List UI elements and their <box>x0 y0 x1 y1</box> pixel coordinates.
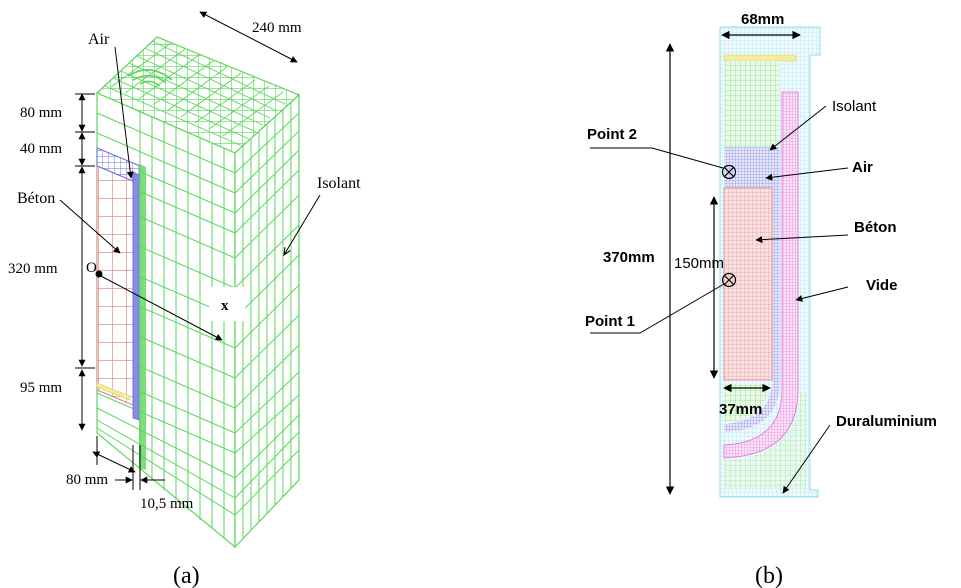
air-region-b <box>724 147 780 380</box>
panel-a-dimension-lines <box>75 11 298 490</box>
dim-80-top-label: 80 mm <box>20 105 62 121</box>
dim-95-label: 95 mm <box>20 380 62 396</box>
label-vide-b: Vide <box>866 277 897 294</box>
top-curved-feature <box>127 69 173 87</box>
label-air-b: Air <box>852 159 873 176</box>
point-leaders <box>590 147 725 334</box>
mesh-3d-block <box>95 36 301 549</box>
label-beton-a: Béton <box>17 190 55 207</box>
label-duraluminium-b: Duraluminium <box>836 413 937 430</box>
isolant-region-bottom <box>724 384 768 422</box>
label-air-a: Air <box>88 31 110 48</box>
beton-region-b <box>723 187 773 381</box>
panel-a: 240 mm 80 mm 40 mm 320 mm 95 mm 80 mm 10… <box>8 11 361 588</box>
isolant-region-bottom-2 <box>724 392 806 490</box>
label-isolant-a: Isolant <box>317 175 361 192</box>
dim-80-bottom-label: 80 mm <box>66 472 108 488</box>
label-isolant-b: Isolant <box>832 98 877 115</box>
label-point-2: Point 2 <box>587 126 637 143</box>
dim-68-label: 68mm <box>741 11 784 28</box>
vide-region <box>723 91 799 459</box>
beton-region-3d <box>96 164 134 406</box>
dim-10-5-label: 10,5 mm <box>140 496 194 512</box>
label-beton-b: Béton <box>854 219 897 236</box>
dim-320-label: 320 mm <box>8 261 58 277</box>
panel-b-dimension-lines <box>665 30 801 495</box>
dim-37-label: 37mm <box>719 401 762 418</box>
point-1-marker <box>721 272 737 288</box>
yellow-layer-b <box>723 54 797 62</box>
point-2-marker <box>721 164 737 180</box>
origin-point <box>95 270 103 278</box>
panel-b: 68mm 370mm 150mm 37mm Isolant Air Béton … <box>585 11 937 588</box>
x-label-box <box>209 287 245 321</box>
dim-370-label: 370mm <box>603 249 655 266</box>
yellow-layer-3d <box>96 382 131 401</box>
label-x-axis: x <box>221 298 229 314</box>
label-point-1: Point 1 <box>585 313 635 330</box>
caption-b: (b) <box>755 563 783 588</box>
dim-150-label: 150mm <box>674 255 724 272</box>
panel-b-label-arrows <box>755 105 849 494</box>
isolant-region-top <box>724 61 780 147</box>
dim-40-label: 40 mm <box>20 141 62 157</box>
right-face-grid <box>234 102 300 539</box>
insulation-strip <box>139 164 146 470</box>
label-origin: O <box>86 260 97 276</box>
panel-a-leaders <box>59 46 321 341</box>
caption-a: (a) <box>173 563 200 588</box>
inner-curve-b <box>724 380 780 432</box>
dim-240-label: 240 mm <box>252 20 302 36</box>
